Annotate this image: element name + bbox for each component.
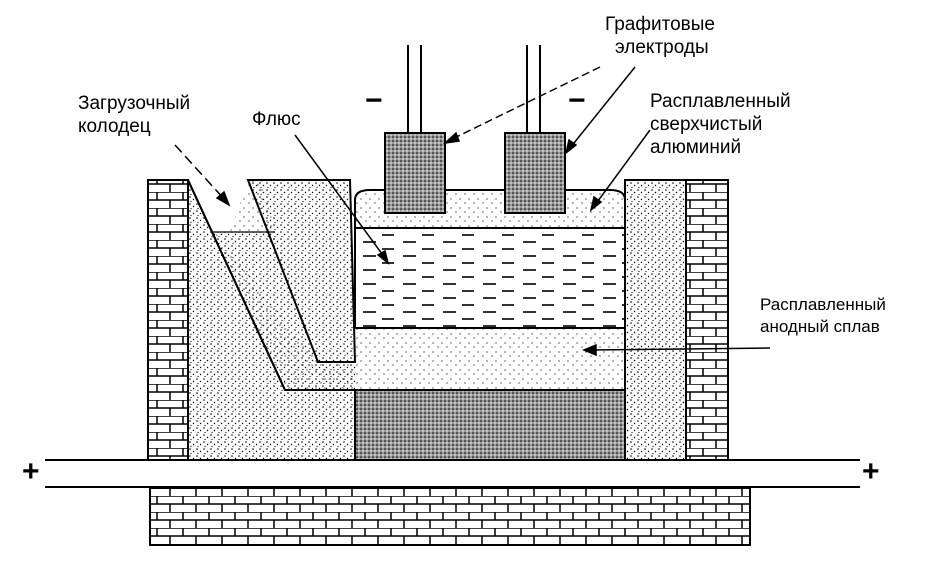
loading-well-label-line: Загрузочный — [78, 93, 191, 114]
electrodes-label-line: Графитовые — [605, 14, 715, 35]
anode-sign-left: + — [22, 455, 40, 488]
right-electrode — [504, 45, 566, 214]
left-brick-wall — [147, 179, 189, 461]
anode-busbar — [45, 459, 860, 488]
pure-aluminum-label-line: сверхчистый — [650, 114, 763, 135]
cathode-sign-left: − — [365, 84, 383, 117]
partition-wall — [246, 179, 357, 363]
anode-alloy-label-line: анодный сплав — [760, 317, 880, 336]
anode-sign-right: + — [862, 455, 880, 488]
loading-well-label-line: колодец — [78, 116, 151, 137]
pure-aluminum-label-line: Расплавленный — [650, 91, 791, 112]
loading-well-fill — [212, 232, 355, 390]
right-lining — [624, 179, 687, 461]
pure-aluminum-label-line: алюминий — [650, 137, 742, 158]
right-brick-wall — [685, 179, 729, 461]
left-electrode — [384, 45, 446, 214]
leader-lines — [174, 66, 771, 357]
pure-aluminum-label: Расплавленный сверхчистый алюминий — [650, 90, 791, 159]
electrodes-label: Графитовые электроды — [605, 13, 715, 59]
anode-alloy-label: Расплавленный анодный сплав — [760, 294, 886, 338]
electrodes-label-line: электроды — [615, 37, 709, 58]
loading-well-label: Загрузочный колодец — [78, 92, 190, 138]
bottom-lining — [354, 389, 626, 461]
flux-layer — [354, 227, 626, 329]
cathode-sign-right: − — [568, 84, 586, 117]
anode-alloy-label-line: Расплавленный — [760, 295, 886, 314]
flux-label: Флюс — [252, 109, 301, 130]
anode-alloy-layer — [212, 180, 625, 390]
bottom-brick-base — [149, 487, 751, 546]
